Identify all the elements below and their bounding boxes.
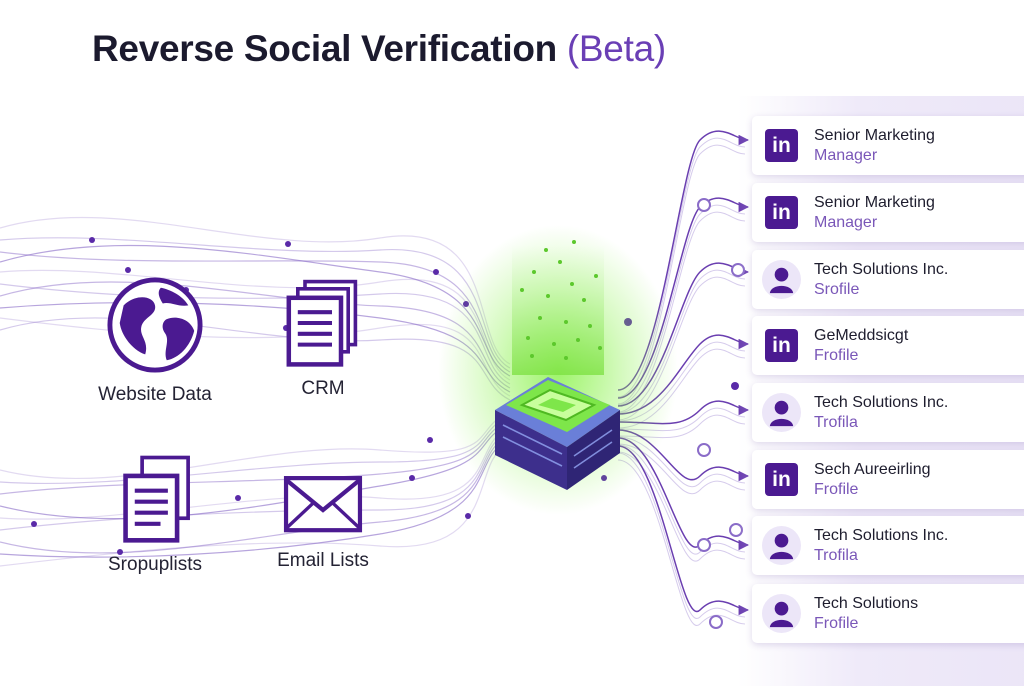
profile-subtitle: Trofila <box>814 414 858 431</box>
source-website-data: Website Data <box>80 276 230 406</box>
globe-icon <box>107 277 203 373</box>
person-avatar-icon <box>762 526 801 565</box>
linkedin-icon: in <box>765 129 798 162</box>
profile-name: Senior Marketing <box>814 127 935 144</box>
profile-name: Senior Marketing <box>814 194 935 211</box>
profile-subtitle: Manager <box>814 147 878 164</box>
profile-name: Sech Aureeirling <box>814 461 931 478</box>
source-label: CRM <box>301 378 345 399</box>
linkedin-icon: in <box>765 463 798 496</box>
processing-chip-icon <box>506 380 610 432</box>
source-label: Email Lists <box>277 550 369 571</box>
person-avatar-icon <box>762 393 801 432</box>
person-avatar-icon <box>762 594 801 633</box>
document-stack-icon <box>286 279 358 367</box>
profile-card[interactable]: Tech Solutions Inc. Trofila <box>752 383 1024 442</box>
title-main: Reverse Social Verification <box>92 28 557 69</box>
envelope-icon <box>283 476 363 533</box>
person-avatar-icon <box>762 260 801 299</box>
profile-subtitle: Trofila <box>814 547 858 564</box>
source-crm: CRM <box>248 278 398 400</box>
profile-name: Tech Solutions Inc. <box>814 527 949 544</box>
list-document-icon <box>123 455 190 543</box>
profile-subtitle: Manager <box>814 214 878 231</box>
profile-name: Tech Solutions <box>814 595 919 612</box>
profile-name: GeMeddsicgt <box>814 327 909 344</box>
beta-tag: (Beta) <box>566 28 666 69</box>
source-email-lists: Email Lists <box>248 470 398 572</box>
profile-subtitle: Srofile <box>814 281 860 298</box>
profile-name: Tech Solutions Inc. <box>814 261 949 278</box>
hub-beam <box>512 245 604 375</box>
linkedin-icon: in <box>765 196 798 229</box>
profile-name: Tech Solutions Inc. <box>814 394 949 411</box>
source-label: Website Data <box>98 384 212 405</box>
profile-subtitle: Frofile <box>814 615 859 632</box>
source-label: Sropuplists <box>108 554 202 575</box>
processing-hub <box>438 225 678 515</box>
profile-card[interactable]: Tech Solutions Inc. Trofila <box>752 516 1024 575</box>
profile-subtitle: Frofile <box>814 347 859 364</box>
source-lists: Sropuplists <box>80 452 230 576</box>
profile-subtitle: Frofile <box>814 481 859 498</box>
hub-particles <box>520 240 602 360</box>
hub-circuit-lines <box>502 424 613 469</box>
linkedin-icon: in <box>765 329 798 362</box>
hub-right-face <box>567 410 620 490</box>
profile-card[interactable]: Tech Solutions Inc. Srofile <box>752 250 1024 309</box>
page-title: Reverse Social Verification (Beta) <box>92 28 666 70</box>
